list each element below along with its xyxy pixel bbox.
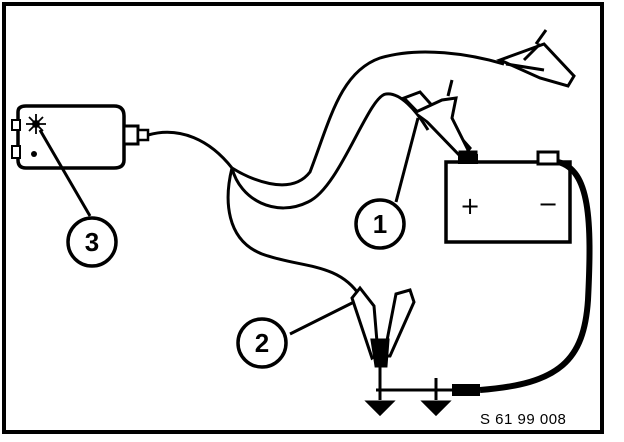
battery-negative-terminal: − <box>538 190 558 218</box>
callout-3-label: 3 <box>85 227 99 257</box>
callout-1-label: 1 <box>373 209 387 239</box>
positive-clamp-icon <box>401 79 478 168</box>
callout-3: 3 <box>66 216 118 268</box>
callout-leaders <box>38 117 420 336</box>
battery-positive-terminal: + <box>460 192 480 220</box>
battery: + − <box>444 150 572 244</box>
ground-clamp-icon <box>350 285 416 392</box>
ground-symbol-icon <box>364 378 452 417</box>
ground-cable <box>376 159 593 396</box>
callout-1: 1 <box>354 198 406 250</box>
callout-2: 2 <box>236 317 288 369</box>
figure-frame <box>2 2 604 434</box>
charger-unit <box>11 104 150 170</box>
figure-reference: S 61 99 008 <box>480 411 566 428</box>
callout-2-label: 2 <box>255 328 269 358</box>
spare-clamp-icon <box>496 29 576 88</box>
charger-cables <box>147 50 505 297</box>
indicator-lamp-icon <box>26 114 46 134</box>
